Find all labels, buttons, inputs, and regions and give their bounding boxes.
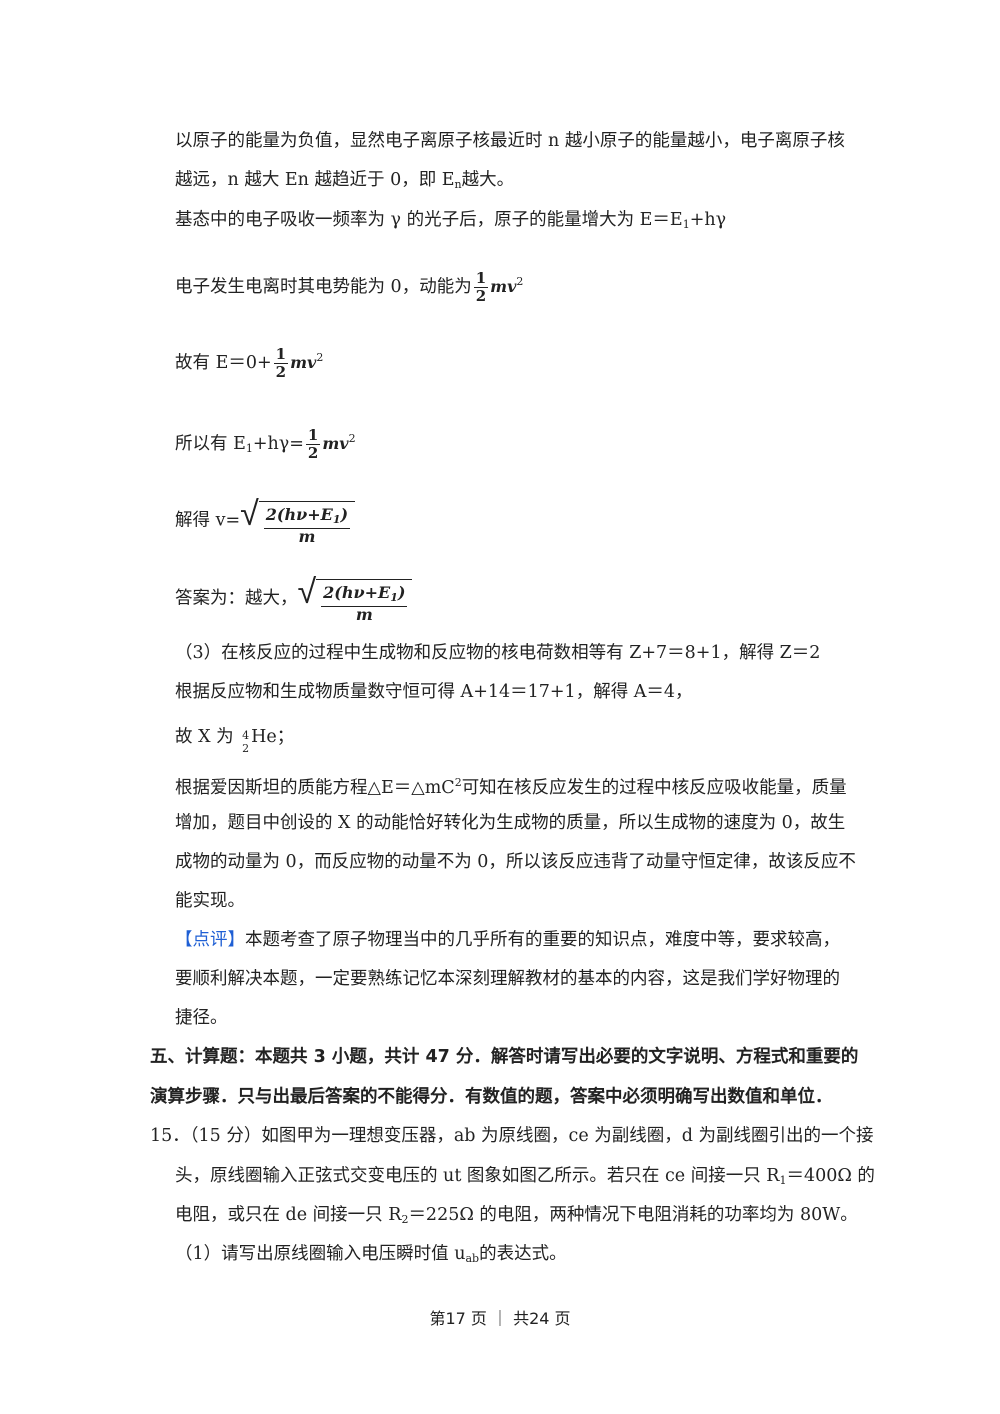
section-heading-1: 五、计算题：本题共 3 小题，共计 47 分．解答时请写出必要的文字说明、方程式… [150, 1047, 859, 1067]
comment-line-1: 【点评】本题考查了原子物理当中的几乎所有的重要的知识点，难度中等，要求较高， [175, 930, 840, 950]
section-heading-2: 演算步骤．只与出最后答案的不能得分．有数值的题，答案中必须明确写出数值和单位． [150, 1087, 833, 1107]
body-line-1: 以原子的能量为负值，显然电子离原子核最近时 n 越小原子的能量越小，电子离原子核 [175, 131, 845, 151]
question-line-4: （1）请写出原线圈输入电压瞬时值 uab的表达式。 [175, 1244, 567, 1265]
body-line-14: 成物的动量为 0，而反应物的动量不为 0，所以该反应违背了动量守恒定律，故该反应… [175, 852, 856, 872]
body-line-3: 基态中的电子吸收一频率为 γ 的光子后，原子的能量增大为 E＝E1+hγ [175, 210, 727, 231]
comment-line-3: 捷径。 [175, 1008, 228, 1028]
sqrt-expression: √2(hν+E1)m [298, 573, 413, 625]
body-line-9: （3）在核反应的过程中生成物和反应物的核电荷数相等有 Z+7＝8+1，解得 Z＝… [175, 643, 821, 663]
comment-tag: 【点评】 [175, 930, 245, 950]
sqrt-expression: √2(hν+E1)m [240, 495, 356, 547]
comment-line-2: 要顺利解决本题，一定要熟练记忆本深刻理解教材的基本的内容，这是我们学好物理的 [175, 969, 840, 989]
body-line-13: 增加，题目中创设的 X 的动能恰好转化为生成物的质量，所以生成物的速度为 0，故… [175, 813, 846, 833]
velocity-solution-line: 解得 v=√2(hν+E1)m [175, 495, 356, 547]
question-line-1: 15．（15 分）如图甲为一理想变压器，ab 为原线圈，ce 为副线圈，d 为副… [150, 1126, 874, 1146]
question-line-2: 头，原线圈输入正弦式交变电压的 ut 图象如图乙所示。若只在 ce 间接一只 R… [175, 1166, 875, 1187]
body-line-10: 根据反应物和生成物质量数守恒可得 A+14＝17+1，解得 A＝4， [175, 682, 693, 702]
page-footer: 第17 页 ｜ 共24 页 [429, 1309, 571, 1328]
body-line-15: 能实现。 [175, 891, 245, 911]
answer-line: 答案为：越大，√2(hν+E1)m [175, 573, 413, 625]
question-line-3: 电阻，或只在 de 间接一只 R2＝225Ω 的电阻，两种情况下电阻消耗的功率均… [175, 1205, 858, 1226]
body-line-2: 越远，n 越大 En 越趋近于 0，即 En越大。 [175, 170, 515, 191]
body-line-12: 根据爱因斯坦的质能方程△E＝△mC2可知在核反应发生的过程中核反应吸收能量，质量 [175, 776, 847, 798]
